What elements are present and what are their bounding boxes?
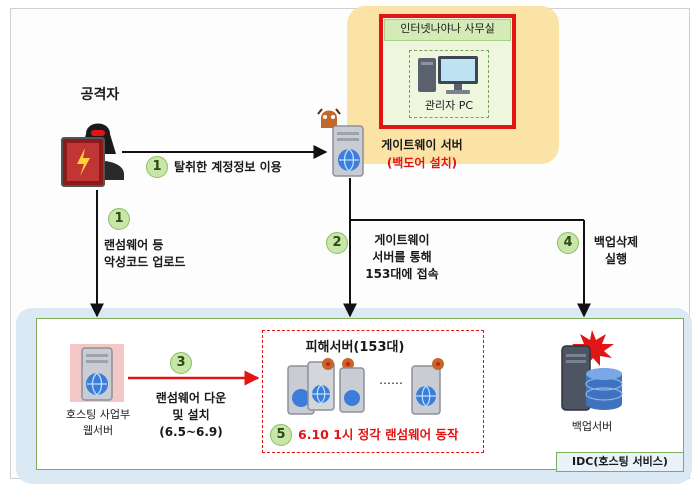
step-3-line1: 랜섬웨어 다운 (155, 391, 227, 405)
step-4-badge: 4 (557, 232, 579, 254)
hosting-line2: 웹서버 (82, 424, 114, 437)
gateway-backdoor-label: (백도어 설치) (386, 156, 458, 170)
step-4-line1: 백업삭제 (593, 235, 639, 249)
hosting-server-icon (70, 344, 124, 402)
step-1-badge: 1 (146, 156, 168, 178)
step-1b-line1: 랜섬웨어 등 (104, 238, 164, 252)
step-3-line3: (6.5~6.9) (159, 425, 223, 439)
step-2-line1: 게이트웨이 (374, 233, 430, 247)
step-5-text: 6.10 1시 정각 랜섬웨어 동작 (298, 427, 459, 442)
office-title-bar (384, 19, 511, 41)
idc-label: IDC(호스팅 서비스) (572, 455, 668, 468)
victims-title: 피해서버(153대) (305, 340, 405, 355)
step-1-text: 탈취한 계정정보 이용 (174, 160, 282, 174)
step-2-badge: 2 (326, 232, 348, 254)
step-3-badge: 3 (170, 352, 192, 374)
backup-label: 백업서버 (571, 420, 613, 433)
step-5-badge: 5 (270, 424, 292, 446)
step-4-line2: 실행 (604, 252, 628, 266)
attacker-label: 공격자 (80, 87, 120, 103)
hosting-line1: 호스팅 사업부 (65, 408, 131, 421)
step-2-line2: 서버를 통해 (372, 250, 432, 264)
gateway-label: 게이트웨이 서버 (381, 138, 463, 152)
victim-servers-icon (287, 358, 444, 415)
step-1b-badge: 1 (108, 208, 130, 230)
attacker-icon (61, 123, 124, 187)
pc-label: 관리자 PC (424, 99, 474, 112)
step-1b-line2: 악성코드 업로드 (104, 255, 186, 269)
pc-icon (418, 56, 478, 94)
office-title: 인터넷나야나 사무실 (400, 22, 495, 35)
victims-dots: …… (379, 373, 403, 387)
pc-dashed-box (409, 50, 489, 118)
step-2-line3: 153대에 접속 (365, 267, 439, 281)
idc-label-box (556, 452, 684, 472)
backup-server-icon (561, 330, 623, 411)
gateway-server-icon (317, 108, 364, 177)
step-3-line2: 및 설치 (172, 408, 210, 422)
victim-area (262, 330, 484, 453)
